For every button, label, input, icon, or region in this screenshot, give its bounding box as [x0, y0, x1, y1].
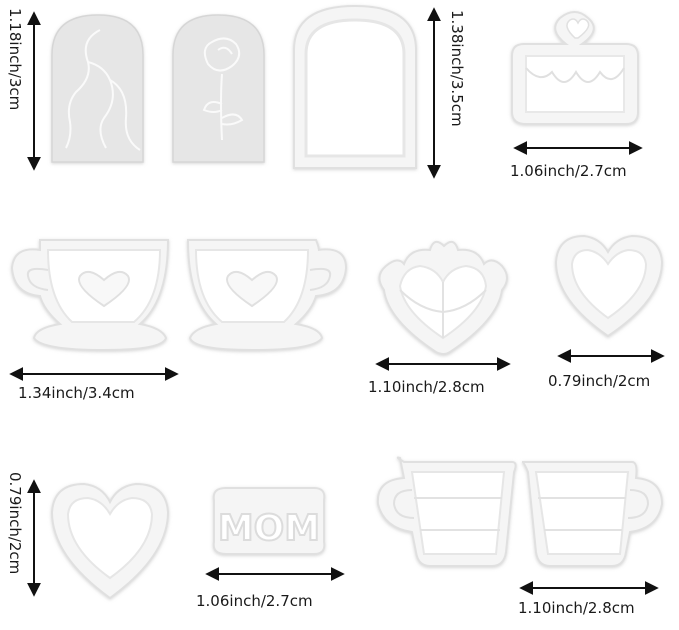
gift-heart-width-label: 1.10inch/2.8cm — [368, 378, 485, 396]
mug-cutter-left — [376, 456, 517, 567]
gift-heart-cutter — [378, 240, 508, 355]
mom-cutter: MOM — [212, 487, 326, 555]
tall-arch-height-label: 1.38inch/3.5cm — [448, 10, 466, 127]
flower-arch-stamp — [172, 14, 265, 163]
teacup-width-label: 1.34inch/3.4cm — [18, 384, 135, 402]
small-heart-cutter — [554, 234, 664, 338]
mom-cutter-text: MOM — [218, 508, 320, 549]
teacup-cutter-right — [186, 239, 348, 352]
woman-arch-stamp — [51, 14, 144, 163]
heart-height-label: 0.79inch/2cm — [6, 472, 24, 575]
cake-width-label: 1.06inch/2.7cm — [510, 162, 627, 180]
arch-height-label: 1.18inch/3cm — [6, 8, 24, 111]
mug-width-label: 1.10inch/2.8cm — [518, 599, 635, 617]
mom-width-label: 1.06inch/2.7cm — [196, 592, 313, 610]
mug-cutter-right — [521, 461, 664, 567]
cake-cutter — [511, 11, 639, 125]
teacup-cutter-left — [10, 239, 170, 352]
tall-arch-cutter — [293, 4, 417, 169]
small-heart-width-label: 0.79inch/2cm — [548, 372, 651, 390]
heart-cutter-bottom — [50, 482, 170, 600]
